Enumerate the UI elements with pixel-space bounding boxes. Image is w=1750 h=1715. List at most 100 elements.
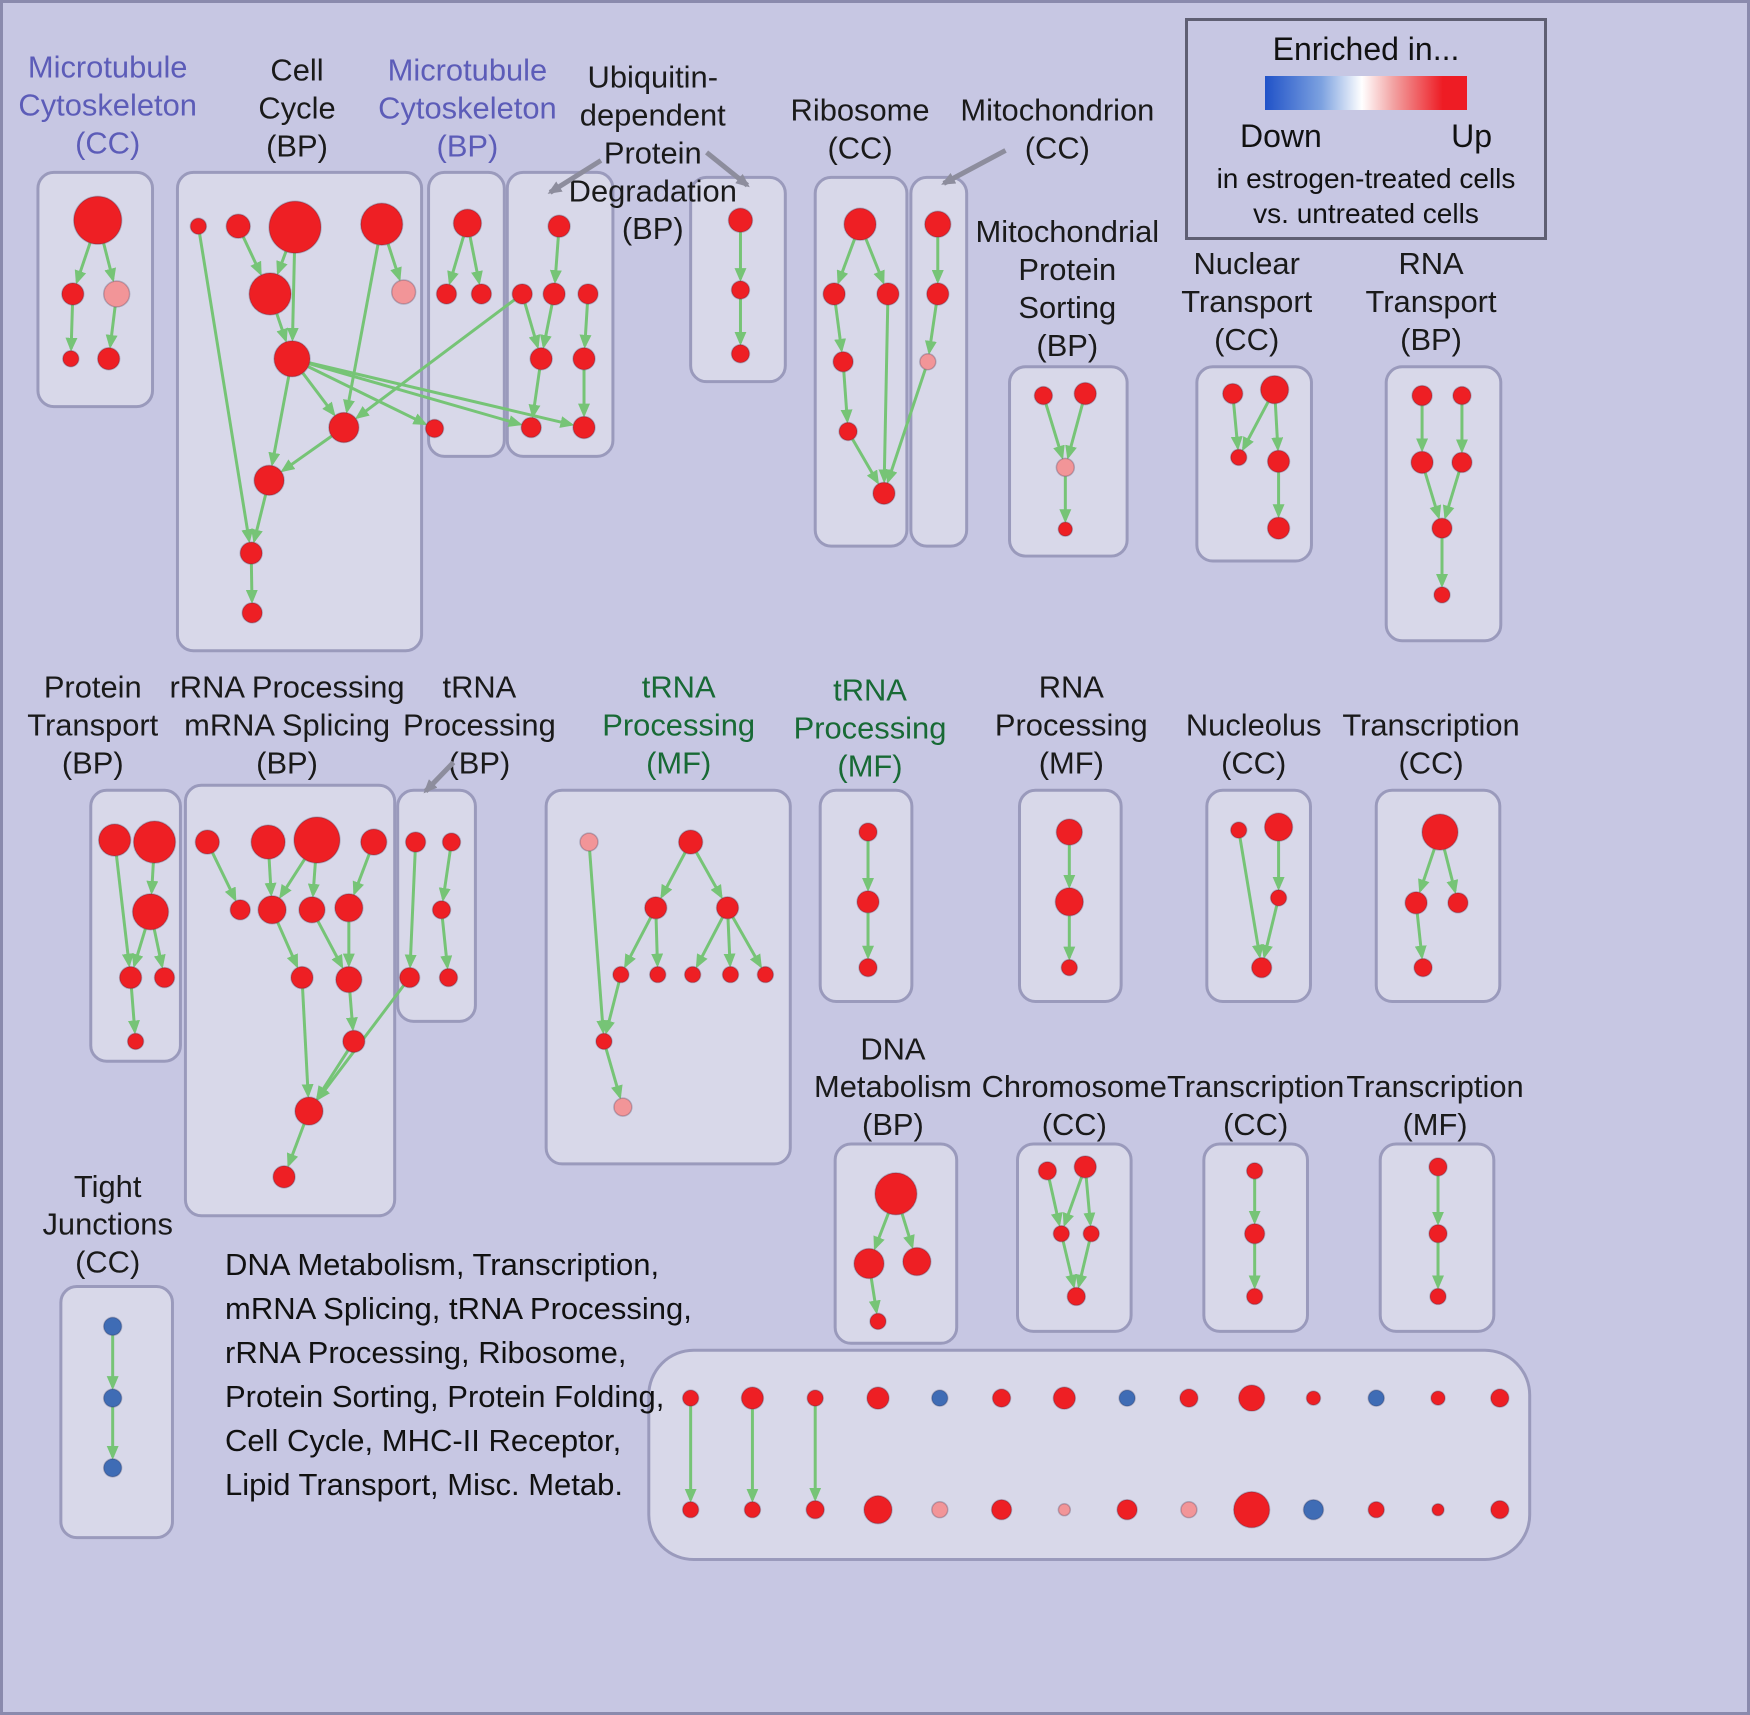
relation-edge — [468, 236, 483, 286]
cell-cycle-node-2 — [268, 200, 322, 254]
dna-metabolism-node-1 — [853, 1247, 885, 1280]
relation-edge — [588, 850, 609, 1035]
relation-edge — [241, 236, 262, 276]
transcription-cc-mid-node-0 — [1421, 813, 1459, 851]
merged-terms-line: mRNA Splicing, tRNA Processing, — [225, 1291, 692, 1326]
relation-edge — [286, 253, 299, 342]
label-transcription-cc-mid: Transcription(CC) — [1342, 707, 1519, 780]
relation-edge — [604, 1048, 623, 1100]
relation-edge — [440, 918, 453, 970]
relation-edge — [115, 855, 134, 968]
trna-mf-large-node-3 — [715, 896, 740, 920]
node-layer — [61, 195, 1510, 1529]
mito-sorting-node-1 — [1073, 381, 1097, 406]
tight-junctions-node-0 — [102, 1316, 123, 1337]
nucleolus-node-0 — [1230, 821, 1248, 839]
summary-panel-node-10 — [1305, 1390, 1322, 1406]
ribosome-node-3 — [832, 351, 854, 373]
ribosome-node-0 — [843, 207, 877, 241]
summary-panel-node-13 — [1490, 1388, 1510, 1408]
cell-cycle-node-9 — [239, 541, 263, 565]
nuclear-transport-node-0 — [1222, 382, 1244, 405]
relation-edge — [864, 238, 885, 285]
trna-mf-small-node-0 — [858, 822, 878, 842]
rrna-mrna-node-5 — [257, 895, 287, 925]
label-nucleolus: Nucleolus(CC) — [1186, 707, 1322, 780]
summary-panel-node-12 — [1430, 1390, 1446, 1406]
ubiquitin-right-node-0 — [727, 207, 754, 233]
trna-bp-node-1 — [441, 832, 462, 852]
summary-panel-node-20 — [1057, 1502, 1072, 1517]
relation-edge — [307, 365, 428, 426]
label-chromosome: Chromosome(CC) — [982, 1069, 1167, 1142]
trna-mf-large-node-0 — [579, 832, 599, 852]
relation-edge — [836, 238, 856, 285]
legend-up-label: Up — [1451, 118, 1492, 154]
relation-edge — [74, 242, 92, 285]
edge-layer — [65, 232, 1468, 1503]
cluster-box-microtubule-bp — [427, 170, 506, 458]
rna-processing-node-2 — [1060, 958, 1079, 977]
relation-edge — [868, 1278, 881, 1315]
summary-panel-node-21 — [1116, 1498, 1138, 1521]
legend-caption-line2: vs. untreated cells — [1253, 198, 1479, 229]
cluster-box-chromosome — [1016, 1142, 1133, 1333]
summary-panel-node-4 — [931, 1389, 949, 1407]
summary-panel-node-27 — [1490, 1499, 1510, 1520]
ubiquitin-right-node-2 — [730, 344, 751, 364]
relation-edge — [1414, 913, 1427, 960]
transcription-mf-node-2 — [1429, 1287, 1447, 1306]
protein-transport-node-5 — [126, 1032, 145, 1051]
trna-mf-large-node-6 — [683, 965, 702, 984]
relation-edge — [834, 304, 847, 353]
relation-edge — [695, 916, 724, 969]
rrna-mrna-node-8 — [290, 965, 314, 990]
cluster-box-trna-mf-large — [544, 788, 792, 1166]
ribosome-node-4 — [838, 421, 858, 442]
legend-down-label: Down — [1240, 118, 1322, 154]
ribosome-node-1 — [822, 282, 846, 306]
label-mitochondrion: Mitochondrion(CC) — [960, 93, 1154, 166]
relation-edge — [275, 313, 288, 343]
trna-mf-large-node-4 — [612, 965, 630, 984]
ubiquitin-left-node-5 — [572, 347, 596, 371]
relation-edge — [1418, 848, 1436, 894]
legend-gradient-bar — [1265, 76, 1467, 110]
summary-panel-node-26 — [1431, 1502, 1445, 1517]
transcription-cc-mid-node-2 — [1447, 892, 1469, 914]
cluster-box-cell-cycle — [175, 170, 424, 653]
cluster-box-rrna-mrna — [183, 783, 397, 1218]
summary-panel-node-2 — [806, 1389, 824, 1407]
chromosome-node-4 — [1066, 1286, 1087, 1307]
trna-bp-node-4 — [438, 967, 459, 988]
nuclear-transport-node-4 — [1266, 516, 1291, 540]
rna-processing-node-0 — [1055, 818, 1084, 846]
microtubule-cc-node-1 — [61, 282, 85, 306]
ubiquitin-left-node-3 — [577, 283, 599, 305]
cluster-box-transcription-cc-mid — [1374, 788, 1502, 1003]
merged-terms-line: Lipid Transport, Misc. Metab. — [225, 1467, 623, 1502]
summary-panel-node-6 — [1052, 1386, 1077, 1410]
relation-edge — [731, 916, 762, 969]
relation-edge — [885, 368, 927, 484]
relation-edge — [1062, 1176, 1083, 1228]
transcription-cc-low-node-1 — [1243, 1222, 1266, 1245]
label-pointer-arrow — [547, 158, 603, 195]
relation-edge — [146, 862, 159, 895]
trna-bp-node-3 — [398, 966, 421, 989]
transcription-mf-node-1 — [1428, 1223, 1448, 1244]
relation-edge — [386, 243, 402, 282]
relation-edge — [1083, 1177, 1096, 1227]
relation-edge — [695, 851, 723, 900]
summary-panel-node-18 — [931, 1500, 949, 1519]
protein-transport-node-3 — [118, 965, 143, 990]
relation-edge — [276, 250, 288, 276]
trna-mf-large-node-1 — [677, 829, 704, 855]
cell-cycle-node-7 — [328, 411, 360, 444]
relation-edge — [660, 851, 687, 900]
cell-cycle-node-10 — [241, 602, 263, 624]
